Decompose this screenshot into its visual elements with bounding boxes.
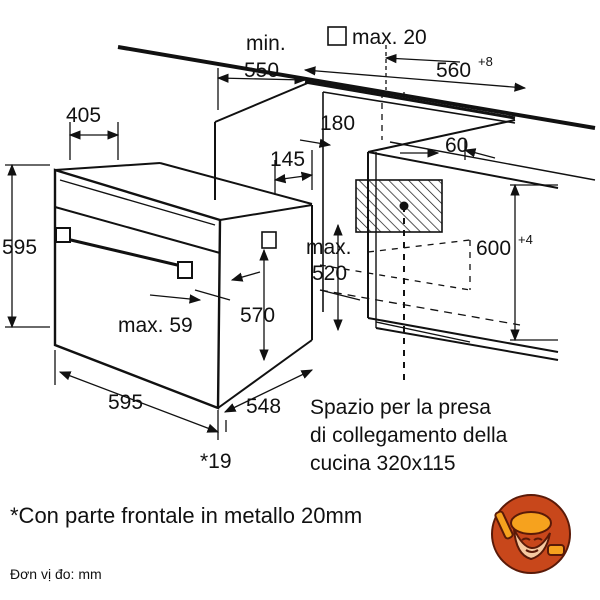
footnote: *Con parte frontale in metallo 20mm [10, 503, 363, 528]
max-59-label: max. 59 [118, 314, 193, 337]
height-595-label: 595 [2, 236, 37, 259]
dimension-lines [5, 45, 558, 440]
max-520-label: max. [306, 236, 352, 259]
socket-space-note: Spazio per la presa di collegamento dell… [310, 394, 590, 478]
depth-405-label: 405 [66, 104, 101, 127]
socket-note-line-2: di collegamento della [310, 424, 508, 447]
socket-note-line-3: cucina 320x115 [310, 452, 456, 475]
min-value: 550 [244, 59, 279, 82]
width-560-label: 560 [436, 59, 471, 82]
dim-180-label: 180 [320, 112, 355, 135]
chef-mascot-icon [491, 494, 571, 574]
dim-145-label: 145 [270, 148, 305, 171]
max-20-label: max. 20 [352, 26, 427, 49]
height-600-label: 600 [476, 237, 511, 260]
units-label: Đơn vị đo: mm [10, 566, 102, 582]
dimension-labels: min. 550 max. 20 560 +8 405 180 145 60 5… [2, 26, 533, 473]
width-595-label: 595 [108, 391, 143, 414]
oven-appliance [53, 162, 313, 410]
dim-570-label: 570 [240, 304, 275, 327]
dim-548-label: 548 [246, 395, 281, 418]
square-icon [327, 26, 347, 46]
height-600-tolerance: +4 [518, 232, 533, 247]
dim-19-label: *19 [200, 450, 232, 473]
socket-note-line-1: Spazio per la presa [310, 396, 491, 419]
width-560-tolerance: +8 [478, 54, 493, 69]
min-label: min. [246, 32, 286, 55]
max-520-value: 520 [312, 262, 347, 285]
dim-60-label: 60 [445, 134, 468, 157]
